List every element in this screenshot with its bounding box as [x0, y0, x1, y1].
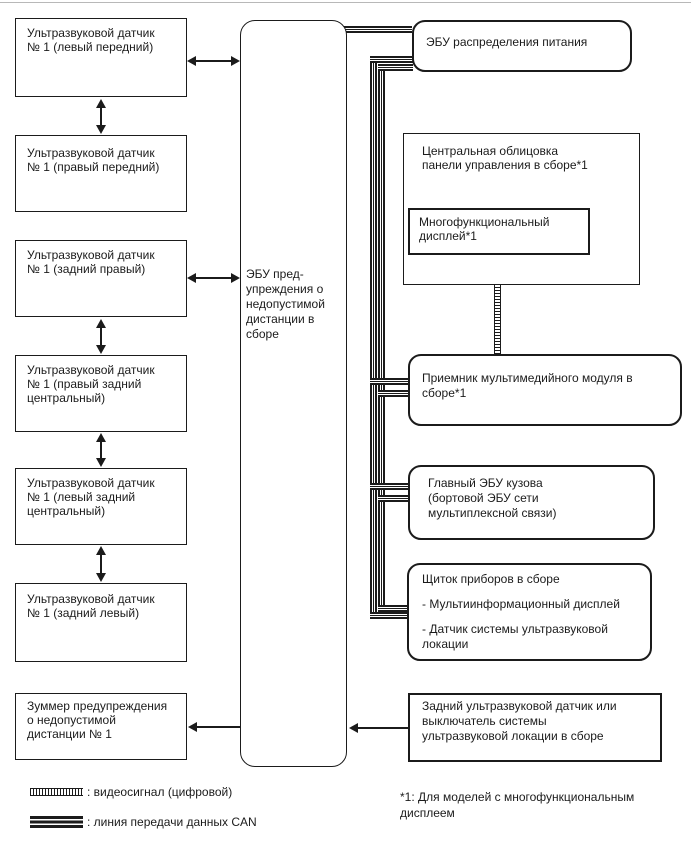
box-label: Ультразвуковой датчик № 1 (задний левый) [27, 592, 155, 620]
arrow-sensor5-sensor6 [100, 553, 102, 575]
video-signal-line-symbol [30, 788, 83, 796]
arrow-sensor1-sensor2 [100, 106, 102, 127]
arrow-rearswitch-ecu [357, 727, 409, 729]
box-label: Центральная облицовка панели управления … [422, 144, 588, 172]
arrow-sensor3-ecu [195, 277, 232, 279]
box-multifunction-display: Многофункциональный дисплей*1 [408, 208, 590, 255]
can-stub-bodyecu-lower [378, 495, 410, 502]
box-label: ЭБУ пред- упреждения о недопустимой дист… [246, 267, 325, 341]
arrow-ecu-buzzer [196, 726, 241, 728]
can-stub-bodyecu-upper [370, 483, 410, 490]
can-stub-power-lower [378, 64, 413, 71]
box-ultrasonic-sensor-front-right: Ультразвуковой датчик № 1 (правый передн… [15, 135, 187, 212]
arrowhead-right-icon [231, 273, 240, 283]
can-line-symbol [30, 816, 83, 828]
video-signal-line-display-to-receiver [494, 254, 501, 354]
legend-video-label: : видеосигнал (цифровой) [87, 785, 233, 799]
instrument-cluster-title: Щиток приборов в сборе [422, 572, 560, 586]
box-label: Ультразвуковой датчик № 1 (левый передни… [27, 26, 155, 54]
footnote: *1: Для моделей с многофункциональным ди… [400, 790, 635, 820]
box-label: Ультразвуковой датчик № 1 (задний правый… [27, 248, 155, 276]
box-clearance-warning-ecu: ЭБУ пред- упреждения о недопустимой дист… [240, 20, 347, 767]
box-multimedia-module-receiver: Приемник мультимедийного модуля в сборе*… [408, 354, 682, 426]
box-warning-buzzer: Зуммер предупреждения о недопустимой дис… [15, 693, 187, 760]
can-bus-vertical-outer [370, 56, 377, 619]
arrowhead-down-icon [96, 125, 106, 134]
box-label: ЭБУ распределения питания [426, 35, 588, 49]
box-ultrasonic-sensor-front-left: Ультразвуковой датчик № 1 (левый передни… [15, 18, 187, 97]
can-stub-receiver-upper [370, 378, 410, 385]
box-label: Зуммер предупреждения о недопустимой дис… [27, 699, 168, 741]
box-ultrasonic-sensor-rear-right-center: Ультразвуковой датчик № 1 (правый задний… [15, 355, 187, 432]
page-divider [0, 2, 691, 3]
arrowhead-down-icon [96, 458, 106, 467]
can-stub-receiver-lower [378, 390, 410, 397]
arrowhead-up-icon [96, 546, 106, 555]
arrowhead-up-icon [96, 433, 106, 442]
arrowhead-left-icon [187, 56, 196, 66]
arrow-sensor3-sensor4 [100, 326, 102, 347]
arrowhead-left-icon [187, 273, 196, 283]
instrument-cluster-item: - Датчик системы ультразвуковой локации [422, 622, 608, 651]
arrow-sensor1-ecu [195, 60, 232, 62]
arrowhead-left-icon [188, 722, 197, 732]
box-ultrasonic-sensor-rear-left: Ультразвуковой датчик № 1 (задний левый) [15, 583, 187, 662]
instrument-cluster-item: - Мультиинформационный дисплей [422, 597, 620, 611]
box-label: Главный ЭБУ кузова (бортовой ЭБУ сети му… [428, 476, 557, 520]
box-label: Ультразвуковой датчик № 1 (правый передн… [27, 146, 160, 174]
arrowhead-up-icon [96, 99, 106, 108]
box-label: Ультразвуковой датчик № 1 (левый задний … [27, 476, 155, 518]
box-main-body-ecu: Главный ЭБУ кузова (бортовой ЭБУ сети му… [408, 465, 655, 540]
arrowhead-right-icon [231, 56, 240, 66]
arrowhead-left-icon [349, 723, 358, 733]
box-label: Ультразвуковой датчик № 1 (правый задний… [27, 363, 155, 405]
box-power-distribution-ecu: ЭБУ распределения питания [412, 20, 632, 72]
can-stub-power-upper [370, 56, 413, 63]
box-label: Приемник мультимедийного модуля в сборе*… [422, 371, 633, 400]
box-ultrasonic-sensor-rear-left-center: Ультразвуковой датчик № 1 (левый задний … [15, 468, 187, 545]
box-label: Многофункциональный дисплей*1 [419, 215, 550, 243]
box-rear-sensor-or-switch: Задний ультразвуковой датчик или выключа… [408, 693, 662, 762]
can-stub-cluster-lower [370, 612, 409, 619]
arrowhead-down-icon [96, 345, 106, 354]
box-ultrasonic-sensor-rear-right: Ультразвуковой датчик № 1 (задний правый… [15, 240, 187, 317]
arrow-sensor4-sensor5 [100, 440, 102, 461]
box-label: Задний ультразвуковой датчик или выключа… [422, 699, 617, 743]
arrowhead-up-icon [96, 319, 106, 328]
can-stub-cluster-upper [378, 605, 409, 612]
legend-can-label: : линия передачи данных CAN [87, 815, 257, 829]
arrowhead-down-icon [96, 573, 106, 582]
can-line-ecu-to-power [344, 26, 412, 33]
can-bus-vertical-inner [378, 64, 385, 612]
box-instrument-cluster: Щиток приборов в сборе - Мультиинформаци… [407, 563, 652, 661]
